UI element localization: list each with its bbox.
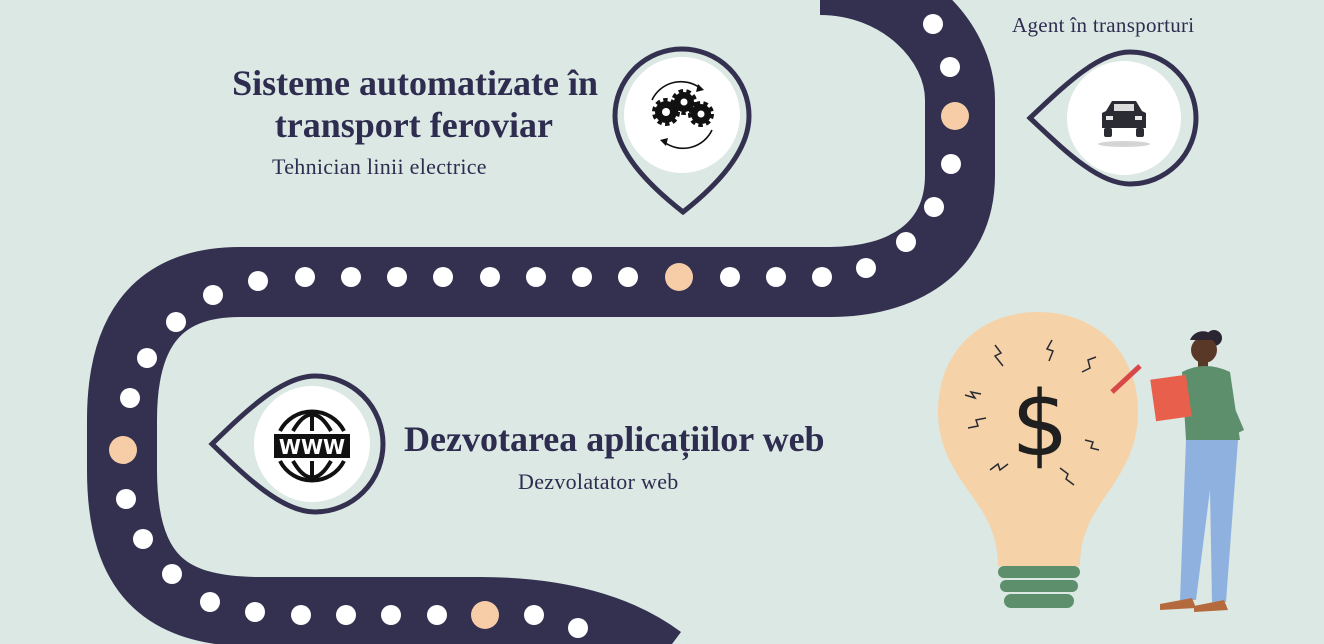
milestone-1-subtitle: Tehnician linii electrice <box>272 154 487 179</box>
www-globe-icon: WWW <box>274 409 350 483</box>
road-dot <box>166 312 186 332</box>
road-dot <box>341 267 361 287</box>
road-dot <box>336 605 356 625</box>
milestone-1-title-line1: Sisteme automatizate în <box>232 63 598 103</box>
road-dot <box>120 388 140 408</box>
road-dot <box>291 605 311 625</box>
road-dot <box>203 285 223 305</box>
road-dot <box>427 605 447 625</box>
car-icon <box>1098 101 1150 147</box>
road-milestone-dot <box>471 601 499 629</box>
road-dot <box>524 605 544 625</box>
road-dot <box>896 232 916 252</box>
road-dot <box>812 267 832 287</box>
road-dot <box>133 529 153 549</box>
road-dot <box>245 602 265 622</box>
milestone-2-subtitle: Agent în transporturi <box>1012 13 1195 37</box>
road-dots <box>109 14 969 638</box>
road-dot <box>720 267 740 287</box>
road-dot <box>526 267 546 287</box>
road-milestone-dot <box>665 263 693 291</box>
road-dot <box>116 489 136 509</box>
spark-lines <box>964 339 1100 486</box>
road-dot <box>924 197 944 217</box>
dollar-symbol: $ <box>1011 372 1068 477</box>
road-dot <box>941 154 961 174</box>
person-figure <box>1110 330 1244 612</box>
road-dot <box>480 267 500 287</box>
road-dot <box>381 605 401 625</box>
road-dot <box>766 267 786 287</box>
svg-text:WWW: WWW <box>279 435 345 459</box>
pin-gears <box>612 46 752 216</box>
road-dot <box>295 267 315 287</box>
road-dot <box>618 267 638 287</box>
road-dot <box>940 57 960 77</box>
pin-www: WWW <box>208 373 386 515</box>
milestone-3-subtitle: Dezvolatator web <box>518 469 679 494</box>
gears-icon <box>651 80 714 150</box>
road-dot <box>137 348 157 368</box>
lightbulb-illustration: $ <box>938 312 1244 612</box>
road-dot <box>572 267 592 287</box>
road-milestone-dot <box>941 102 969 130</box>
road-dot <box>923 14 943 34</box>
pin-car <box>1026 49 1199 187</box>
road-dot <box>856 258 876 278</box>
road-dot <box>248 271 268 291</box>
milestone-1-title-line2: transport feroviar <box>274 105 553 145</box>
road-dot <box>568 618 588 638</box>
road-dot <box>433 267 453 287</box>
road-dot <box>387 267 407 287</box>
milestone-3-title: Dezvotarea aplicațiilor web <box>404 419 825 459</box>
road-dot <box>200 592 220 612</box>
road-milestone-dot <box>109 436 137 464</box>
road-dot <box>162 564 182 584</box>
